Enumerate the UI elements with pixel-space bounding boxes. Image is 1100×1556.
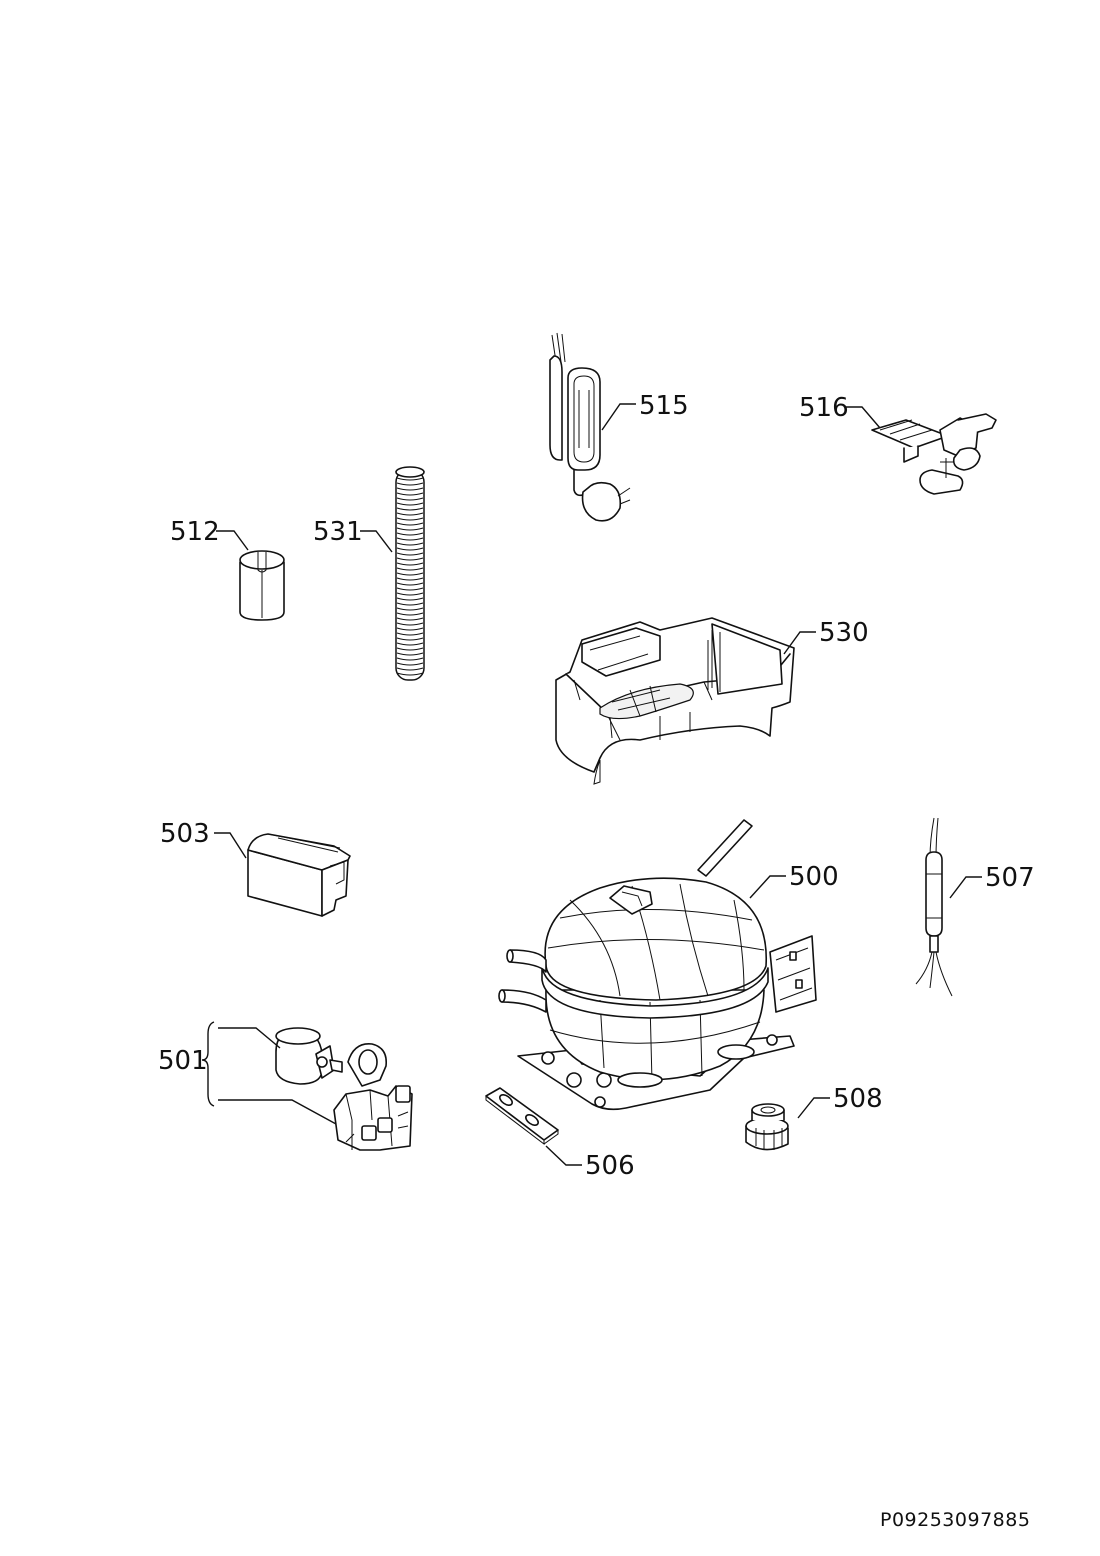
- leader-531: [360, 530, 393, 553]
- label-508: 508: [833, 1084, 883, 1114]
- leader-507: [949, 876, 982, 899]
- leader-512: [216, 530, 249, 551]
- part-508-grommet: [745, 1103, 789, 1151]
- label-531: 531: [313, 517, 363, 547]
- part-512-sleeve: [239, 550, 285, 621]
- document-code: P09253097885: [880, 1509, 1030, 1531]
- label-512: 512: [170, 517, 220, 547]
- leader-lines: [214, 403, 982, 1166]
- label-506: 506: [585, 1151, 635, 1181]
- part-530-tray: [555, 617, 795, 785]
- label-501: 501: [158, 1046, 208, 1076]
- label-500: 500: [789, 862, 839, 892]
- label-530: 530: [819, 618, 869, 648]
- part-507-probe: [915, 817, 953, 997]
- leader-506: [545, 1145, 582, 1166]
- leader-500: [749, 875, 786, 899]
- leader-515: [601, 403, 636, 431]
- label-503: 503: [160, 819, 210, 849]
- part-516-clip: [871, 413, 997, 495]
- part-labels: 512 531 515 516 530 503 500 507 501 508 …: [158, 391, 1035, 1181]
- part-503-cover: [247, 833, 351, 917]
- part-515-heater: [549, 332, 631, 522]
- leader-508: [797, 1097, 830, 1119]
- label-516: 516: [799, 393, 849, 423]
- part-506-plate: [485, 1087, 559, 1146]
- part-501-relay-group: [201, 1021, 413, 1151]
- leader-530: [783, 631, 816, 655]
- label-507: 507: [985, 863, 1035, 893]
- leader-516: [846, 406, 881, 429]
- label-515: 515: [639, 391, 689, 421]
- leader-503: [214, 832, 247, 859]
- part-500-compressor: [498, 819, 817, 1111]
- part-531-corrugated-tube: [395, 466, 425, 681]
